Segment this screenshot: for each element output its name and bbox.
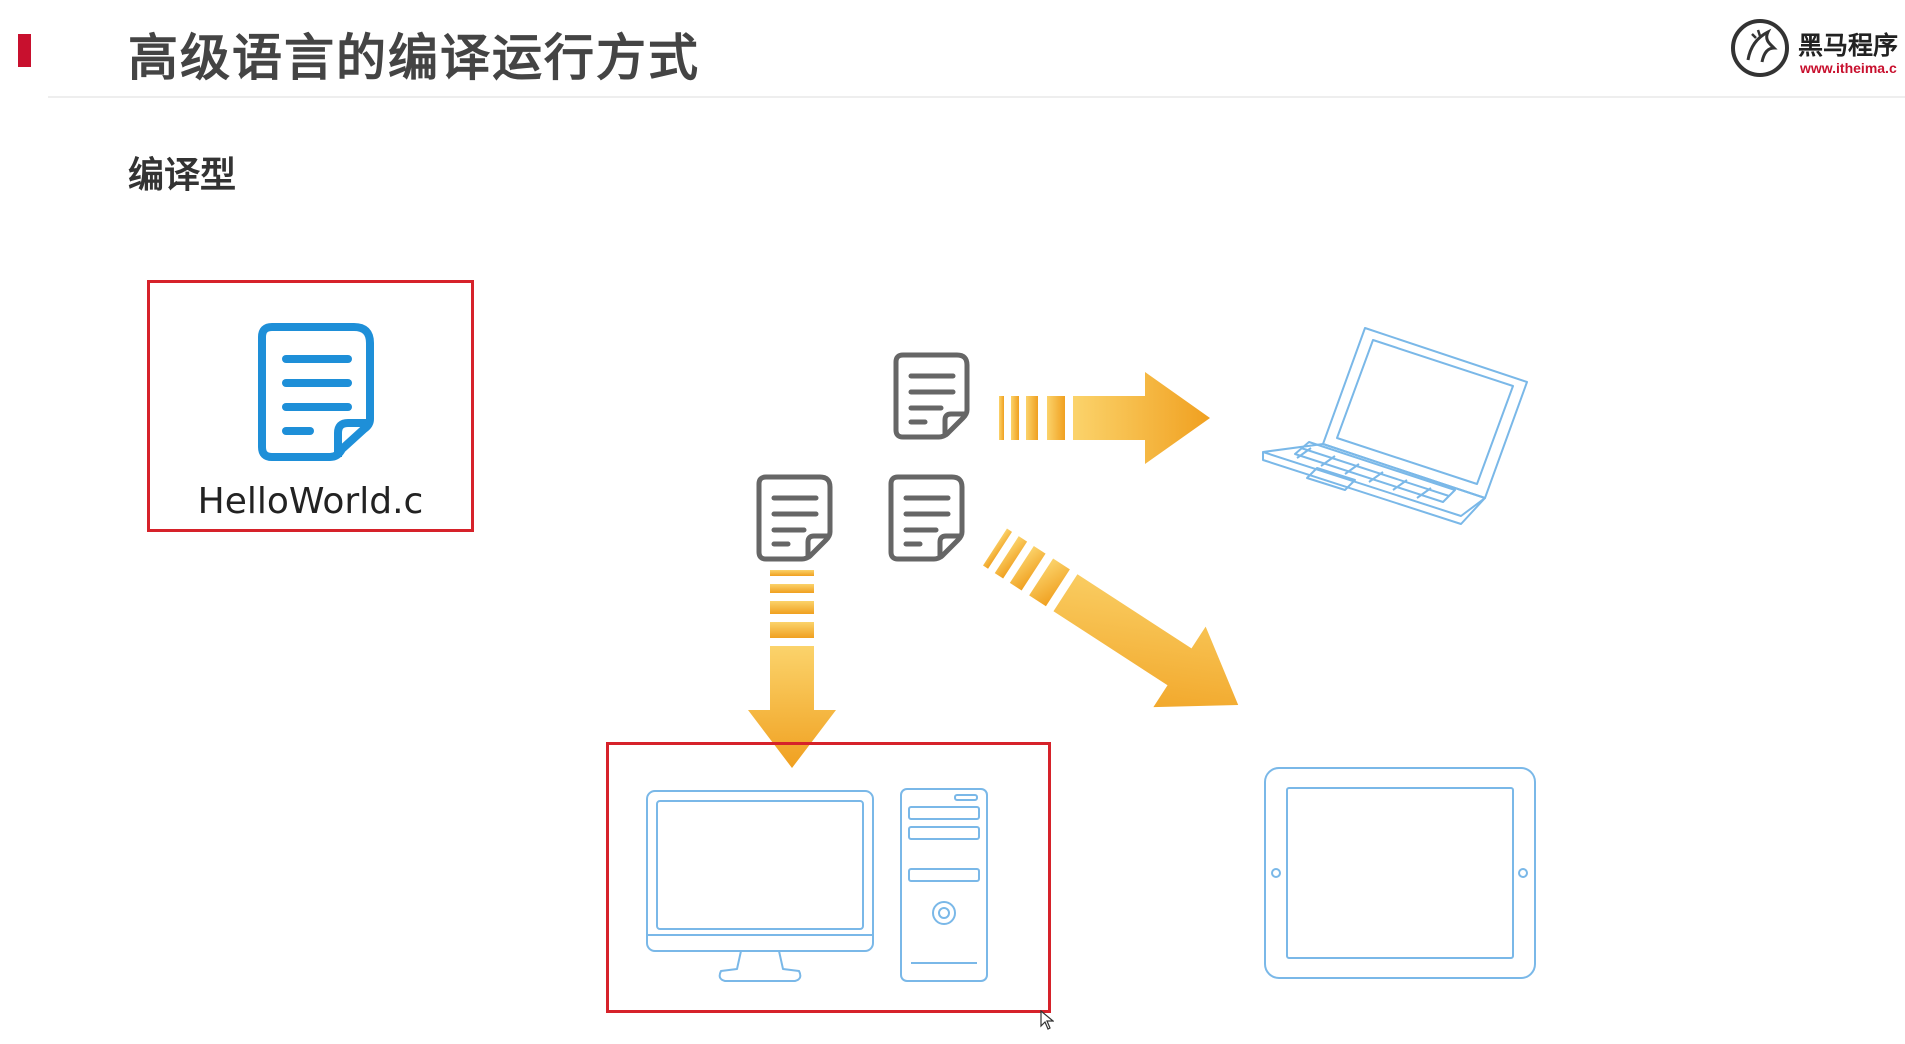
mouse-cursor-icon (1040, 1010, 1054, 1030)
tablet-icon (1263, 766, 1538, 980)
logo: 黑马程序 www.itheima.c (1730, 18, 1905, 82)
accent-bar (18, 34, 31, 67)
section-subtitle: 编译型 (128, 146, 236, 198)
arrow-diagonal-icon (985, 525, 1295, 725)
laptop-icon (1255, 320, 1537, 532)
desktop-computer-icon (645, 785, 1001, 985)
logo-name: 黑马程序 (1798, 26, 1898, 62)
compiled-file-icon (893, 352, 971, 440)
arrow-down-icon (742, 570, 838, 770)
header-divider (48, 96, 1905, 98)
source-file-label: HelloWorld.c (150, 481, 471, 522)
source-file-box: HelloWorld.c (147, 280, 474, 532)
arrow-right-icon (995, 370, 1215, 466)
horse-logo-icon (1730, 18, 1790, 78)
compiled-file-icon (756, 474, 834, 562)
logo-url: www.itheima.c (1800, 60, 1897, 76)
compiled-file-icon (888, 474, 966, 562)
source-document-icon (258, 323, 374, 463)
page-title: 高级语言的编译运行方式 (128, 18, 700, 90)
